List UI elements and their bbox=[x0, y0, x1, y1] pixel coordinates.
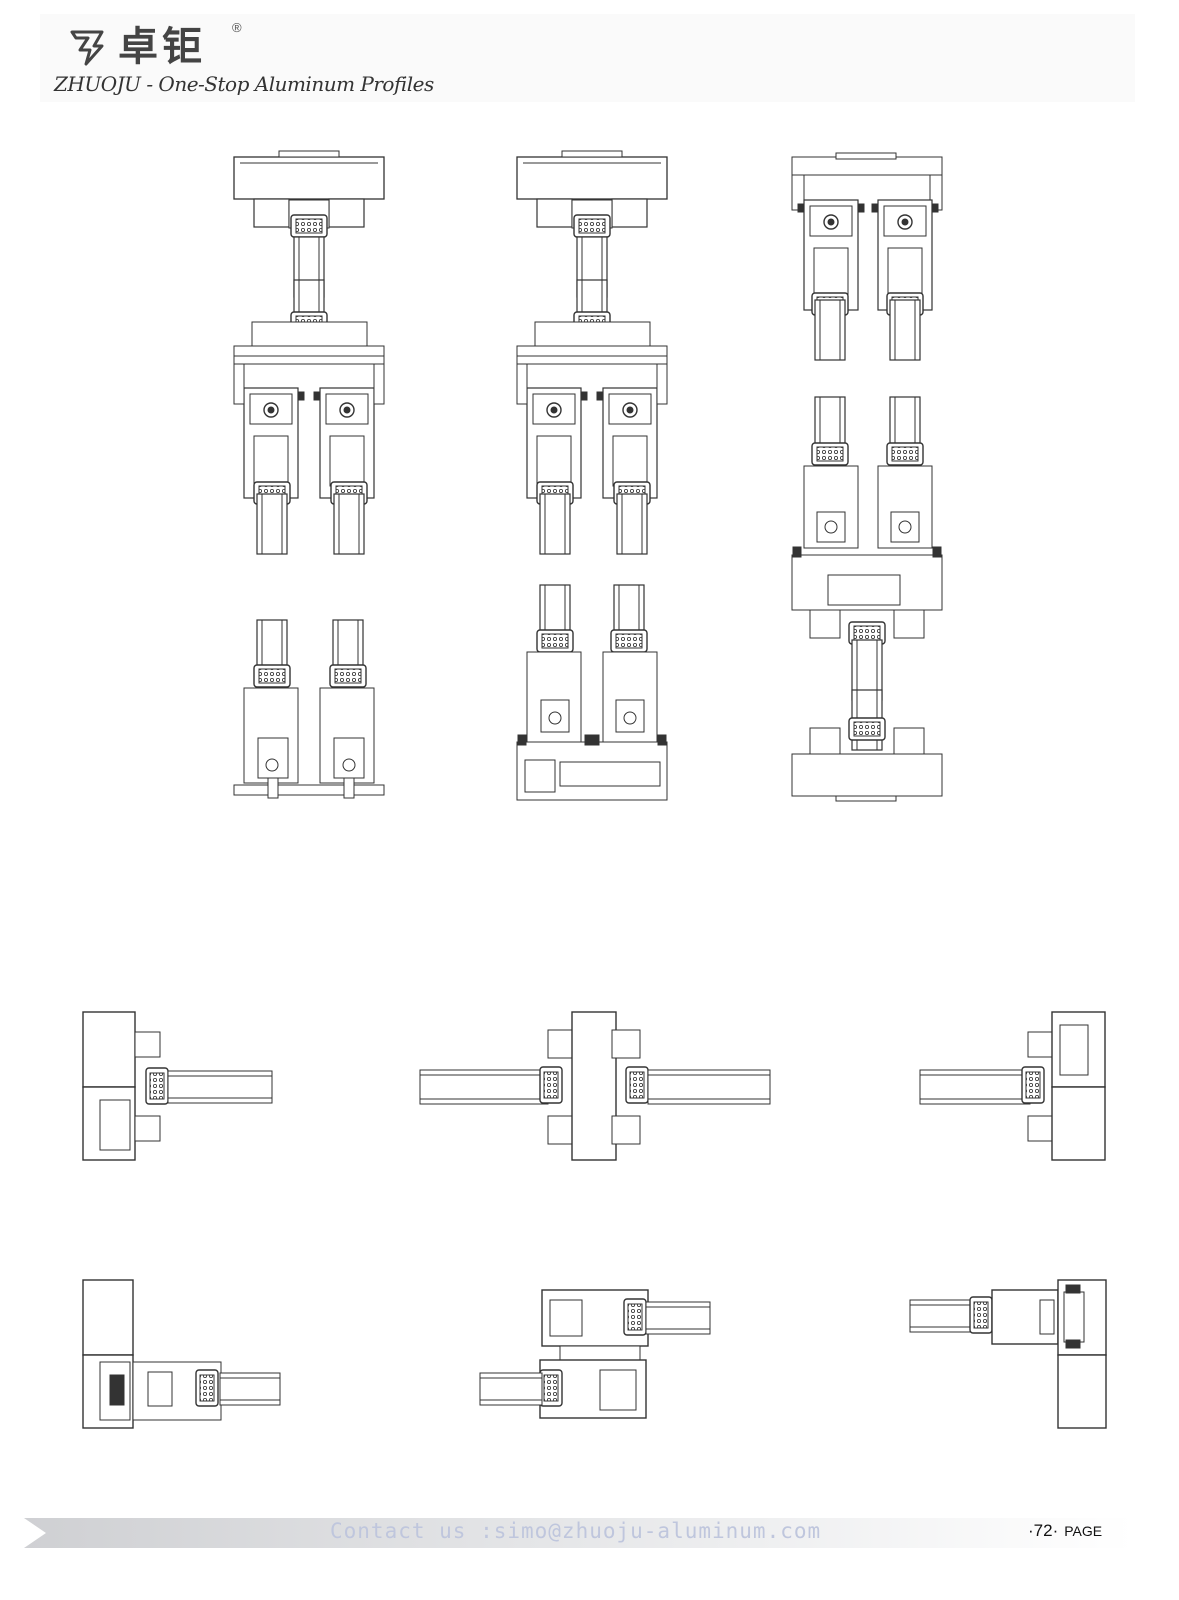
section-6 bbox=[919, 1011, 1106, 1161]
section-1 bbox=[233, 150, 385, 799]
section-2 bbox=[516, 150, 668, 801]
section-8 bbox=[479, 1289, 711, 1419]
section-9 bbox=[909, 1279, 1107, 1429]
section-7 bbox=[82, 1279, 281, 1429]
section-4 bbox=[82, 1011, 273, 1161]
page-header: 卓钜 ® ZHUOJU - One-Stop Aluminum Profiles bbox=[40, 14, 1135, 102]
zj-logo-icon bbox=[70, 30, 104, 66]
page-label: PAGE bbox=[1064, 1523, 1103, 1539]
registered-mark: ® bbox=[232, 20, 242, 35]
section-5 bbox=[419, 1011, 771, 1161]
brand-name: 卓钜 bbox=[118, 24, 206, 70]
footer-band bbox=[24, 1518, 1134, 1548]
page-number-value: ·72· bbox=[1028, 1521, 1059, 1540]
page-number: ·72· PAGE bbox=[1028, 1521, 1102, 1541]
brand-tagline: ZHUOJU - One-Stop Aluminum Profiles bbox=[54, 72, 434, 96]
footer-arrow-icon bbox=[24, 1518, 46, 1548]
section-3 bbox=[791, 152, 943, 802]
contact-info: Contact us :simo@zhuoju-aluminum.com bbox=[330, 1519, 822, 1543]
